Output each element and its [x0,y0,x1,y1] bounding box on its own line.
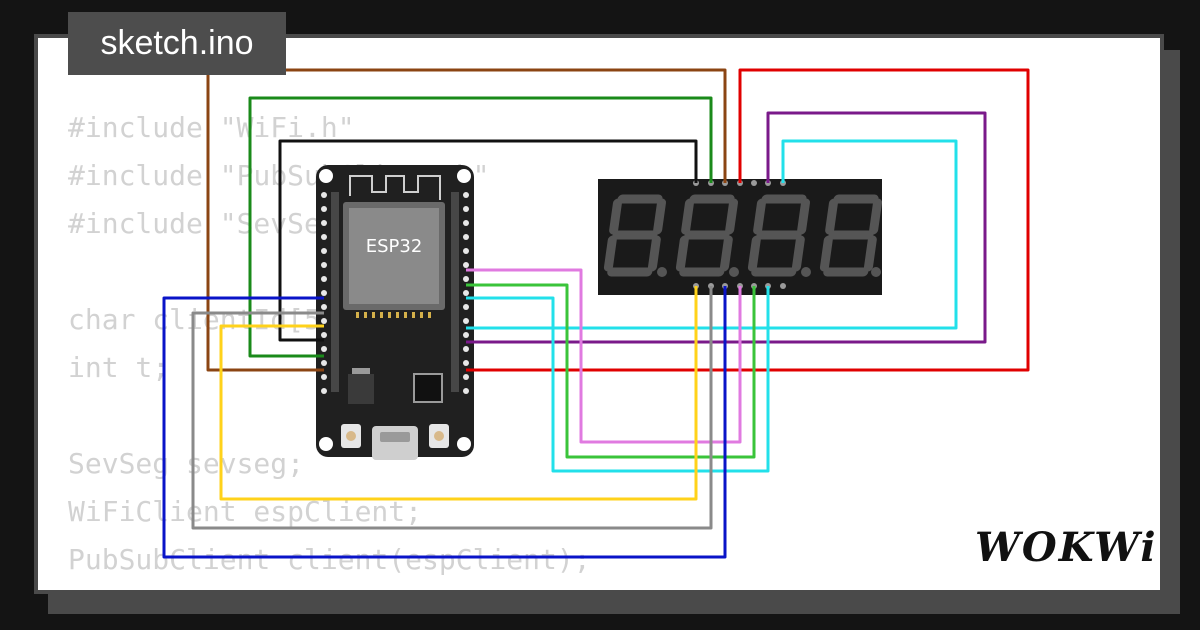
code-line-1: #include "WiFi.h" [68,111,355,144]
wire-green [248,96,713,358]
wire-yellow [219,286,698,501]
wire-violet [466,268,742,444]
wire-red [466,68,1030,372]
wires [162,68,1030,559]
code-line-10: PubSubClient client(espClient); [68,543,591,576]
esp32-board[interactable]: ESP32 [316,165,474,460]
wifi-antenna-icon [349,175,441,200]
esp32-label: ESP32 [366,236,423,257]
boot-button-icon[interactable] [429,424,449,448]
wire-lime [466,283,756,459]
wire-cyan-top [466,139,958,330]
file-tab[interactable]: sketch.ino [68,12,286,75]
wokwi-logo: WOKWi [975,524,1158,571]
wire-gray [191,286,713,530]
code-editor: #include "WiFi.h"#include "PubSubClient.… [68,104,591,584]
code-line-8: SevSeg sevseg; [68,447,305,480]
reset-button-icon[interactable] [341,424,361,448]
wire-cyan-bottom [466,286,770,473]
usb-port-icon [372,426,418,460]
wire-blue [162,286,727,559]
seven-segment-display[interactable] [598,179,883,295]
wire-black [278,139,698,342]
wire-purple [466,111,987,344]
